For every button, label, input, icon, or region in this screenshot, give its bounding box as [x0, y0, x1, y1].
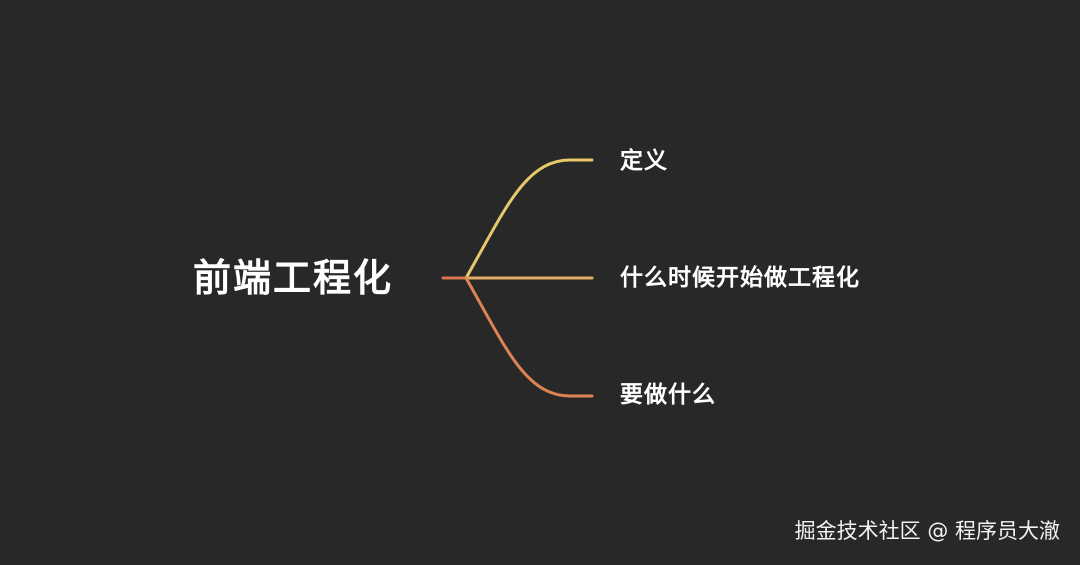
watermark-text: 掘金技术社区 @ 程序员大澈 — [794, 519, 1060, 543]
branch-node-what-to-do[interactable]: 要做什么 — [620, 382, 716, 408]
branch-node-definition[interactable]: 定义 — [620, 148, 668, 174]
branch-connector-3 — [464, 276, 594, 398]
branch-connector-1 — [464, 158, 594, 280]
branch-node-when-to-start[interactable]: 什么时候开始做工程化 — [620, 265, 860, 291]
mindmap-root-node[interactable]: 前端工程化 — [193, 256, 394, 300]
